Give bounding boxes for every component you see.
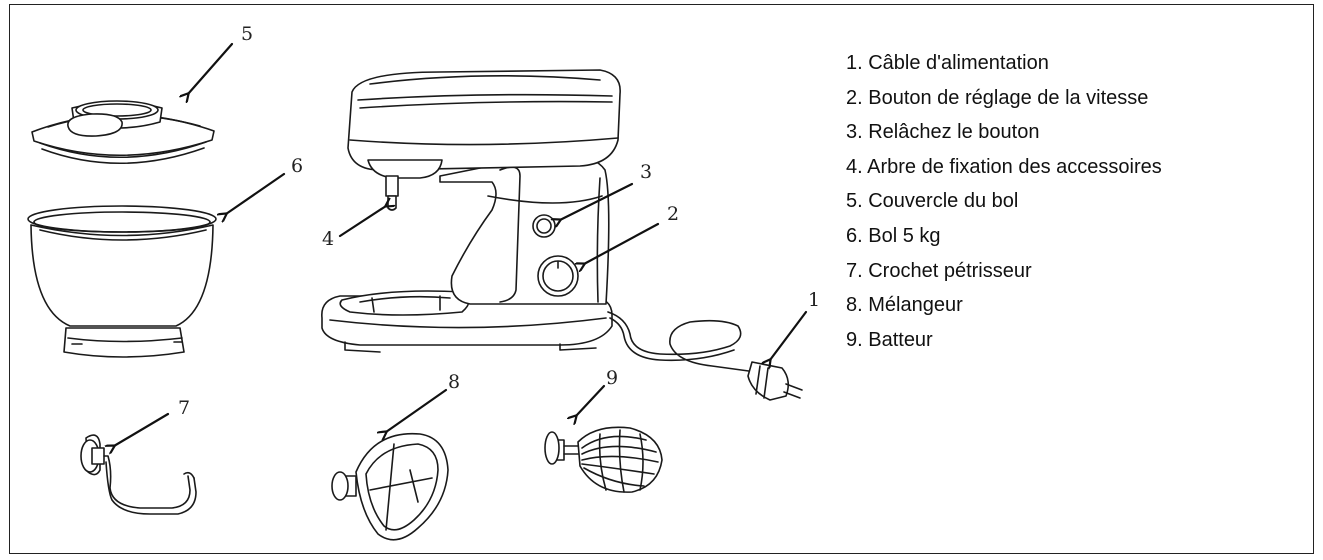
stand-mixer-illustration	[321, 69, 803, 401]
legend-item: 9. Batteur	[846, 328, 933, 351]
callout-arrow-2	[584, 222, 660, 264]
callout-arrow-6	[226, 172, 286, 214]
callout-number-3: 3	[640, 161, 652, 183]
legend-item: 8. Mélangeur	[846, 294, 963, 317]
legend-item: 7. Crochet pétrisseur	[846, 259, 1032, 282]
dough-hook-illustration	[80, 434, 197, 515]
legend-item: 1. Câble d'alimentation	[846, 52, 1049, 74]
callout-number-5: 5	[241, 23, 253, 45]
callout-arrow-8	[386, 388, 448, 432]
callout-number-2: 2	[667, 203, 679, 225]
callout-arrow-9	[576, 384, 606, 416]
callout-number-4: 4	[322, 228, 334, 250]
callout-arrow-4	[338, 206, 386, 238]
flat-beater-illustration	[331, 432, 449, 541]
callout-number-9: 9	[606, 367, 618, 389]
callout-number-8: 8	[448, 371, 460, 393]
legend-item: 2. Bouton de réglage de la vitesse	[846, 86, 1149, 109]
callout-number-1: 1	[808, 289, 820, 311]
legend-item: 6. Bol 5 kg	[846, 224, 941, 247]
bowl-illustration	[27, 205, 217, 358]
wire-whisk-illustration	[544, 426, 663, 493]
legend-item: 3. Relâchez le bouton	[846, 121, 1040, 144]
legend-item: 5. Couvercle du bol	[846, 190, 1019, 213]
parts-legend: 1. Câble d'alimentation 2. Bouton de rég…	[846, 46, 1162, 357]
bowl-lid-illustration	[31, 100, 215, 165]
callout-arrow-5	[188, 42, 234, 94]
callout-arrow-7	[114, 412, 170, 446]
callout-number-6: 6	[291, 155, 303, 177]
legend-item: 4. Arbre de fixation des accessoires	[846, 155, 1162, 178]
callout-number-7: 7	[178, 397, 190, 419]
callout-arrow-1	[770, 310, 808, 360]
callout-arrows	[114, 42, 808, 446]
callout-arrow-3	[560, 182, 634, 220]
